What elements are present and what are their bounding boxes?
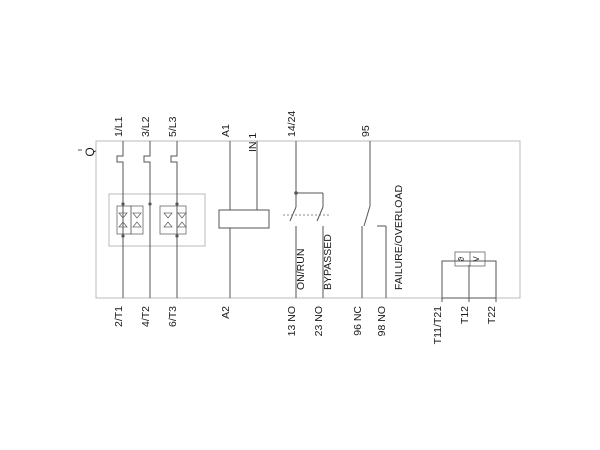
thyristor-pair-3 — [159, 202, 187, 238]
thyristor-pair-1 — [116, 202, 132, 238]
contact-label-failure-overload: FAILURE/OVERLOAD — [393, 185, 405, 290]
output-contacts-run-bypass — [283, 141, 330, 298]
terminal-label-a1: A1 — [220, 124, 232, 137]
terminal-label-95: 95 — [360, 125, 372, 137]
terminal-label-3-l2: 3/L2 — [140, 116, 152, 137]
thyristor-pair-2 — [130, 202, 152, 235]
sensor-unit: V — [472, 256, 481, 262]
terminal-label-98-no: 98 NO — [376, 306, 388, 336]
terminal-label-4-t2: 4/T2 — [140, 306, 152, 327]
terminal-label-2-t1: 2/T1 — [113, 306, 125, 327]
thermistor-monitor — [441, 251, 497, 302]
terminal-label-14-24: 14/24 — [286, 111, 298, 137]
terminal-label-1-l1: 1/L1 — [113, 116, 125, 137]
phase-line-l1 — [116, 141, 124, 298]
terminal-label-t22: T22 — [486, 306, 498, 324]
terminal-label-5-l3: 5/L3 — [167, 116, 179, 137]
terminal-label-23-no: 23 NO — [313, 306, 325, 336]
terminal-label-in1: IN 1 — [247, 133, 259, 152]
terminal-label-a2: A2 — [220, 306, 232, 319]
terminal-label-96-nc: 96 NC — [352, 306, 364, 336]
power-module-box — [108, 193, 206, 247]
terminal-label-13-no: 13 NO — [286, 306, 298, 336]
fault-contacts — [361, 141, 387, 298]
contact-label-on-run: ON/RUN — [295, 249, 307, 290]
contact-label-bypassed: BYPASSED — [322, 234, 334, 290]
device-enclosure — [95, 140, 521, 299]
terminal-label-t12: T12 — [459, 306, 471, 324]
phase-line-l3 — [170, 141, 178, 298]
control-coil — [218, 209, 270, 229]
terminal-label-6-t3: 6/T3 — [167, 306, 179, 327]
sensor-symbol: ϑ — [457, 256, 466, 261]
terminal-label-t11-t21: T11/T21 — [432, 306, 444, 344]
device-tag: Q — [83, 147, 97, 156]
phase-line-l2 — [143, 141, 151, 298]
